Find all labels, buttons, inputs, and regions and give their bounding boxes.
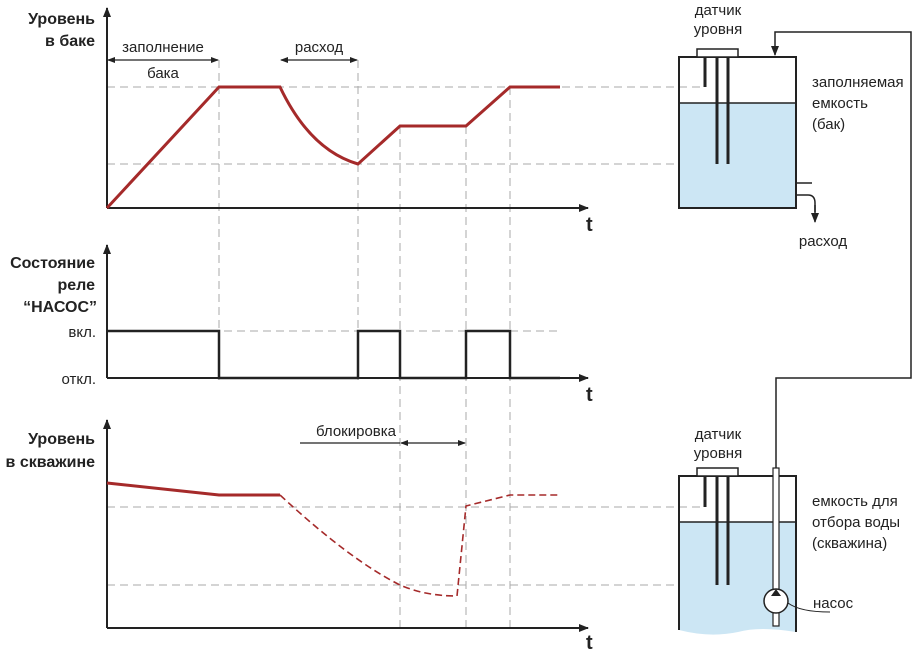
well-level-line — [106, 481, 280, 497]
tank-label: (бак) — [812, 116, 845, 133]
fill-annotation: бака — [147, 65, 179, 82]
chart-title: Уровень — [28, 11, 95, 28]
relay-state-chart: Состояние реле “НАСОС” вкл. откл. t — [10, 244, 593, 406]
relay-state-line — [107, 329, 560, 380]
x-axis-label: t — [586, 632, 593, 654]
sensor-label: уровня — [694, 445, 742, 462]
chart-title: “НАСОС” — [23, 299, 97, 316]
tank-water — [679, 103, 796, 208]
fill-annotation: заполнение — [122, 39, 204, 56]
tank-level-line — [105, 85, 560, 210]
pump-label: насос — [813, 595, 854, 612]
chart-title: в скважине — [6, 454, 96, 471]
well-tank: датчик уровня емкость для отбора воды (с… — [678, 426, 900, 635]
tank-label: заполняемая — [812, 74, 904, 91]
off-label: откл. — [61, 371, 96, 388]
tank-label: емкость для — [812, 493, 898, 510]
sensor-label: датчик — [695, 2, 742, 19]
chart-title: Уровень — [28, 431, 95, 448]
well-level-chart: Уровень в скважине блокировка t — [6, 419, 718, 654]
tank-label: отбора воды — [812, 514, 900, 531]
chart-title: реле — [57, 277, 95, 294]
outlet-label: расход — [799, 233, 848, 250]
tank-label: емкость — [812, 95, 868, 112]
chart-title: Состояние — [10, 255, 95, 272]
level-sensor-icon — [696, 467, 739, 477]
consumption-annotation: расход — [295, 39, 344, 56]
on-label: вкл. — [68, 324, 96, 341]
level-sensor-icon — [696, 48, 739, 58]
supply-pipe — [771, 31, 912, 468]
sensor-label: датчик — [695, 426, 742, 443]
tank-label: (скважина) — [812, 535, 887, 552]
pump-pipe — [772, 467, 780, 627]
pump-icon — [763, 588, 789, 614]
upper-tank: датчик уровня заполняемая емкость (бак) … — [678, 2, 904, 250]
x-axis-label: t — [586, 214, 593, 236]
block-annotation: блокировка — [316, 423, 397, 440]
sensor-label: уровня — [694, 21, 742, 38]
tank-level-chart: Уровень в баке t заполнение бака расход — [28, 7, 718, 236]
x-axis-label: t — [586, 384, 593, 406]
well-level-projected-line — [279, 494, 560, 597]
chart-title: в баке — [45, 33, 95, 50]
